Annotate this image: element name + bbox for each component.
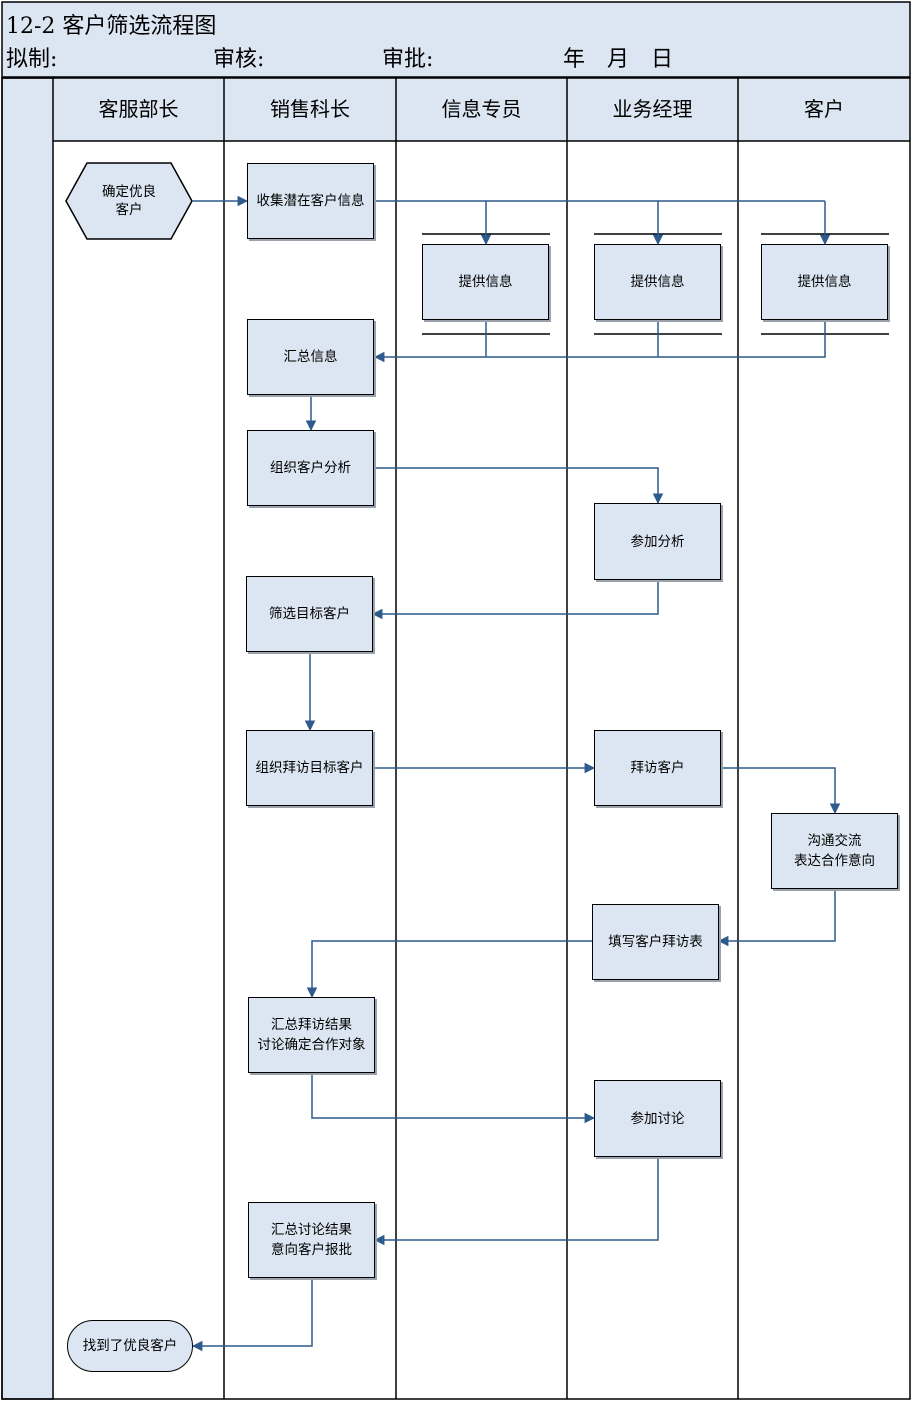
node-organize-analysis: 组织客户分析 (247, 430, 374, 506)
lane-label-info-specialist: 信息专员 (441, 97, 522, 121)
lane-label-customer-service-head: 客服部长 (98, 97, 179, 121)
node-end: 找到了优良客户 (67, 1320, 193, 1372)
node-visit-customer: 拜访客户 (594, 730, 721, 806)
lane-label-business-manager: 业务经理 (612, 97, 693, 121)
arrow-organize-to-join (374, 467, 664, 505)
node-join-discussion: 参加讨论 (594, 1080, 721, 1157)
day-label: 日 (651, 47, 674, 72)
node-provide-info-1: 提供信息 (422, 244, 549, 320)
outer-frame (1, 77, 911, 1400)
arrow-discussion-to-report (373, 1157, 659, 1246)
arrow-join-to-screen (371, 580, 659, 620)
node-join-analysis: 参加分析 (594, 503, 721, 580)
node-summarize-info: 汇总信息 (247, 319, 374, 395)
node-summarize-discussion: 汇总讨论结果 意向客户报批 (248, 1202, 375, 1278)
drafted-label: 拟制: (6, 47, 58, 72)
lane-header-band (2, 78, 910, 141)
arrow-form-to-summary (306, 940, 592, 999)
arrow-summary-to-discussion (311, 1073, 596, 1124)
node-collect-info: 收集潜在客户信息 (247, 163, 374, 239)
arrow-visit-to-communicate (721, 767, 841, 815)
node-provide-info-3: 提供信息 (761, 244, 888, 320)
header-band (1, 1, 911, 78)
node-start: 确定优良 客户 (102, 184, 156, 218)
arrow-communicate-to-form (717, 889, 836, 947)
node-organize-visit: 组织拜访目标客户 (246, 730, 373, 806)
month-label: 月 (607, 47, 630, 72)
connectors (191, 195, 841, 1352)
lane-label-customer: 客户 (804, 97, 844, 121)
arrow-provide-to-summarize (373, 320, 826, 363)
arrow-report-to-end (191, 1278, 313, 1352)
node-communicate: 沟通交流 表达合作意向 (771, 813, 898, 889)
node-fill-visit-form: 填写客户拜访表 (592, 904, 719, 980)
approved-label: 审批: (382, 47, 434, 72)
year-label: 年 (563, 47, 586, 72)
page-title: 12-2 客户筛选流程图 (6, 14, 217, 39)
left-margin-column (1, 77, 54, 1400)
lane-label-sales-chief: 销售科长 (270, 97, 350, 121)
node-summarize-visit: 汇总拜访结果 讨论确定合作对象 (248, 997, 375, 1073)
reviewed-label: 审核: (213, 47, 265, 72)
node-screen-targets: 筛选目标客户 (246, 576, 373, 652)
node-provide-info-2: 提供信息 (594, 244, 721, 320)
